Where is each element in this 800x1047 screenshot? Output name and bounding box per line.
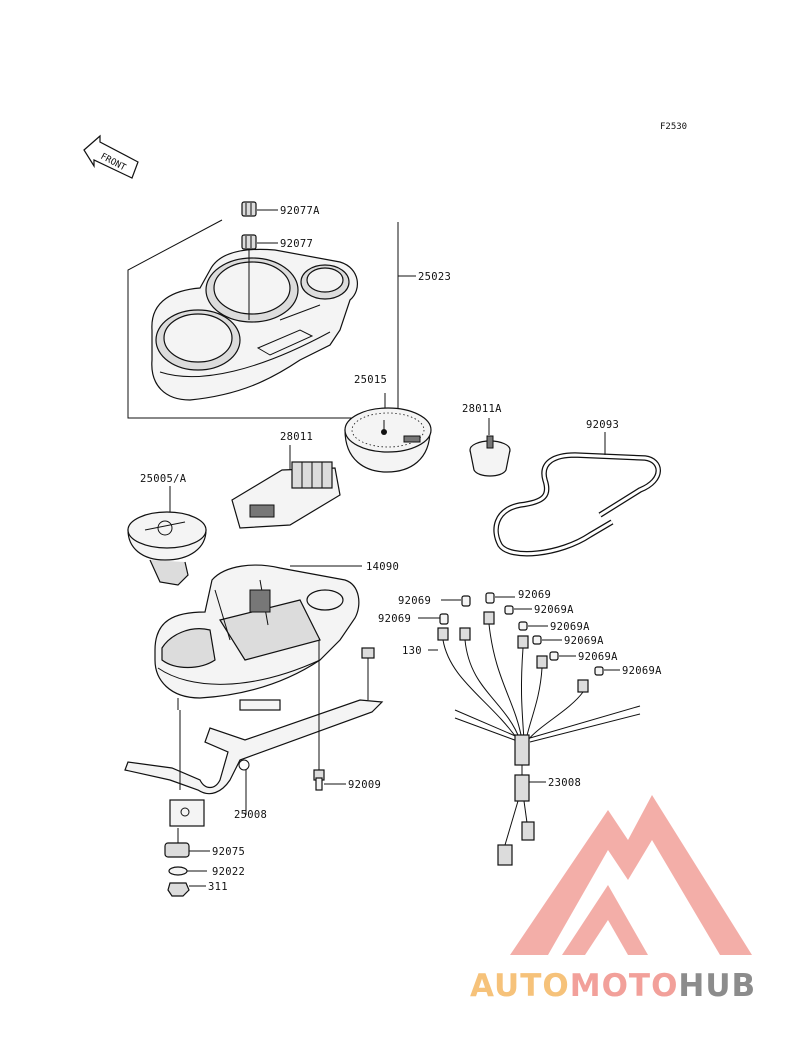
gasket-92093 [493, 432, 661, 557]
watermark-moto: MOTO [570, 968, 679, 1004]
circuit-board-28011 [231, 445, 341, 529]
watermark-auto: AUTO [470, 968, 570, 1004]
part-label: 92069A [622, 665, 662, 677]
front-arrow-icon: FRONT [83, 134, 139, 179]
part-label: 28011 [280, 431, 313, 443]
watermark: AUTOMOTOHUB [470, 795, 756, 1004]
part-label: 25008 [234, 809, 267, 821]
meter-25005a [127, 486, 207, 586]
gauge-25015 [344, 393, 432, 473]
wiring-harness-23008 [437, 611, 641, 866]
part-label: 92022 [212, 866, 245, 878]
part-label: 92093 [586, 419, 619, 431]
part-labels: 92077A 92077 25023 25015 28011A 92093 28011 250… [140, 205, 662, 893]
part-label: 92069A [564, 635, 604, 647]
meter-case-assembly [127, 219, 399, 419]
knob-92077a-icon [241, 201, 257, 217]
knob-92077-icon [241, 234, 257, 320]
screw-icon [361, 647, 375, 700]
part-label: 92069A [578, 651, 618, 663]
nut-311-icon [167, 882, 206, 897]
part-label: 25005/A [140, 473, 187, 485]
part-label: 92069A [534, 604, 574, 616]
bracket-25008 [124, 699, 384, 827]
part-label: 14090 [366, 561, 399, 573]
socket-28011a [469, 418, 511, 477]
part-label: 92077A [280, 205, 320, 217]
part-label: 311 [208, 881, 228, 893]
watermark-logo-icon [510, 795, 752, 955]
part-label: 130 [402, 645, 422, 657]
lower-case-14090 [154, 564, 362, 710]
part-label: 92077 [280, 238, 313, 250]
part-label: 92009 [348, 779, 381, 791]
part-label: 25015 [354, 374, 387, 386]
part-label: 92075 [212, 846, 245, 858]
figure-code: F2530 [660, 122, 687, 132]
part-label: 23008 [548, 777, 581, 789]
part-label: 92069 [398, 595, 431, 607]
grommet-92075-icon [164, 842, 210, 858]
watermark-hub: HUB [678, 968, 756, 1004]
part-label: 92069A [550, 621, 590, 633]
part-label: 92069 [378, 613, 411, 625]
bulb-icons [439, 592, 604, 676]
part-label: 92069 [518, 589, 551, 601]
leader-lines [418, 596, 620, 671]
part-label: 25023 [418, 271, 451, 283]
part-label: 28011A [462, 403, 502, 415]
bolt-92009-icon [313, 640, 346, 791]
washer-92022-icon [168, 866, 207, 876]
svg-text:AUTOMOTOHUB: AUTOMOTOHUB [470, 968, 756, 1004]
